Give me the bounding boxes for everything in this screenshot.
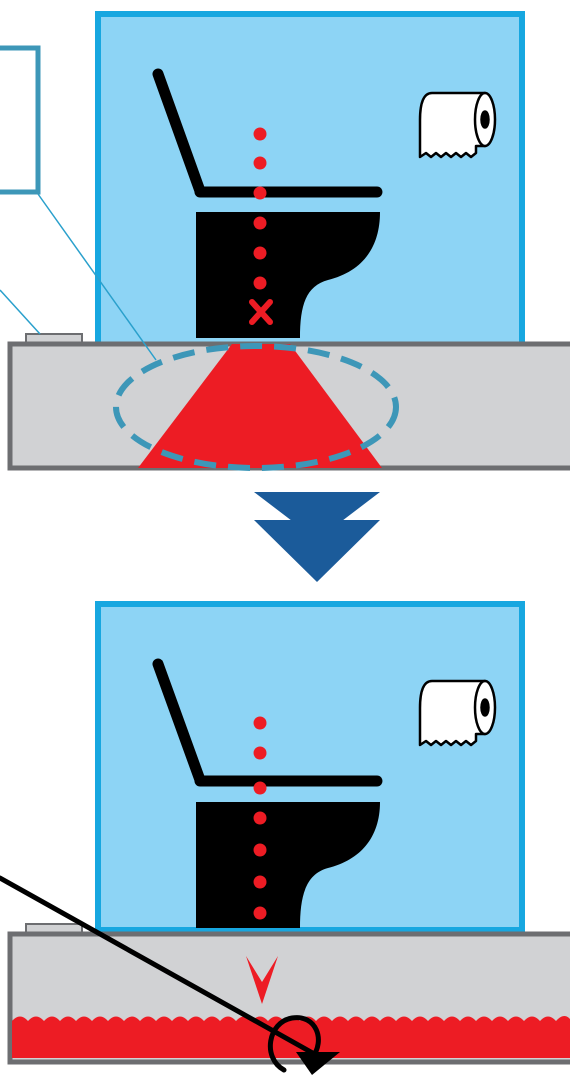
blockage-zone bbox=[138, 344, 382, 468]
bathroom-wall-bottom bbox=[95, 601, 525, 933]
blockage-x-icon bbox=[249, 299, 273, 325]
blockage-highlight-ellipse bbox=[113, 343, 399, 471]
toilet-paper-icon bbox=[418, 91, 497, 159]
callout-box bbox=[0, 45, 157, 361]
flow-arrow-icon bbox=[246, 956, 278, 1004]
toilet-icon bbox=[152, 658, 383, 928]
rotation-arrow-icon bbox=[0, 875, 340, 1075]
toilet-icon bbox=[152, 68, 383, 338]
transition-arrow-icon bbox=[254, 492, 380, 582]
drain-flow-band bbox=[12, 1015, 570, 1058]
toilet-paper-icon bbox=[418, 679, 497, 747]
before-panel bbox=[0, 11, 570, 471]
after-panel bbox=[0, 601, 570, 1075]
waste-flow-dots bbox=[253, 127, 267, 290]
bathroom-wall-top bbox=[95, 11, 525, 349]
